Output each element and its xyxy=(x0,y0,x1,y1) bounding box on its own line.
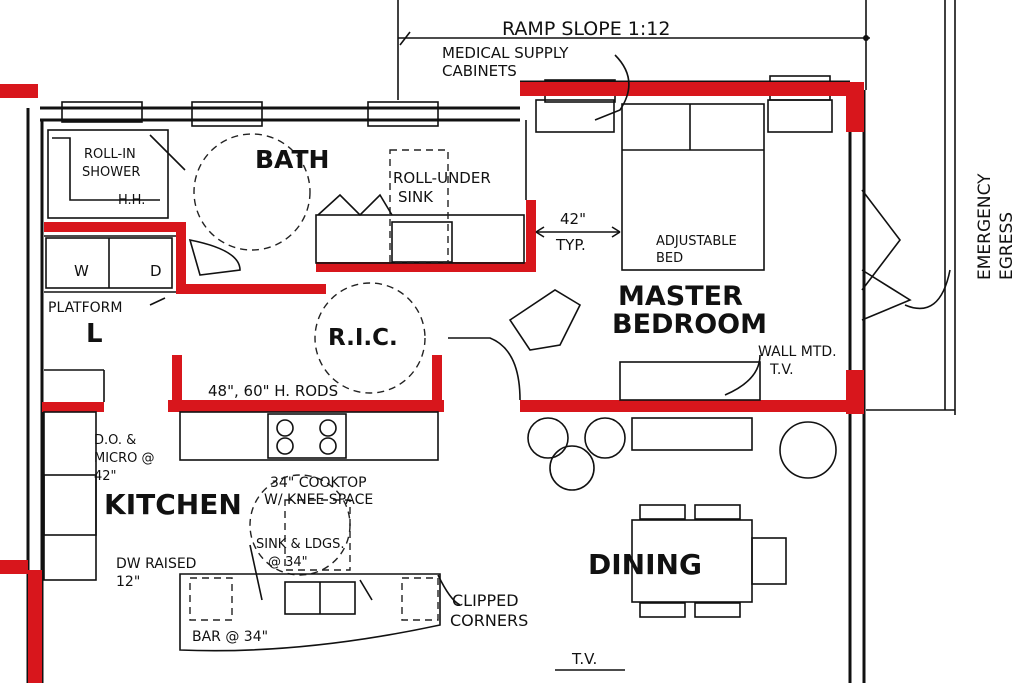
wheelchair-icon xyxy=(508,289,582,351)
cabinets-label: CABINETS xyxy=(442,62,517,80)
bedroom-furniture xyxy=(314,99,912,401)
emergency-label: EMERGENCY xyxy=(975,173,995,280)
sink-label: SINK xyxy=(398,188,434,206)
typ-label: TYP. xyxy=(555,236,586,254)
sink-height-label: @ 34" xyxy=(268,555,308,570)
adjustable-bed xyxy=(621,103,765,271)
master-label: MASTER xyxy=(618,281,743,312)
wall-mtd-label: WALL MTD. xyxy=(758,344,837,360)
kitchen-label: KITCHEN xyxy=(104,488,242,521)
bath-label: BATH xyxy=(255,145,329,174)
wall-tv-label: T.V. xyxy=(769,362,794,378)
washer-dryer xyxy=(45,237,173,289)
platform-label: PLATFORM xyxy=(48,300,122,316)
medical-supply-label: MEDICAL SUPPLY xyxy=(442,44,569,62)
bar-label: BAR @ 34" xyxy=(192,629,268,645)
dw-raised-label: DW RAISED xyxy=(116,556,196,572)
bed-label: BED xyxy=(656,251,683,266)
labels: RAMP SLOPE 1:12 MEDICAL SUPPLY CABINETS … xyxy=(48,18,1017,668)
ric-turning-circle xyxy=(314,282,426,394)
adjustable-label: ADJUSTABLE xyxy=(656,234,737,249)
l-label: L xyxy=(86,319,103,349)
leader-arrows xyxy=(149,54,951,606)
shower-label: SHOWER xyxy=(82,165,140,180)
rods-label: 48", 60" H. RODS xyxy=(208,382,338,400)
dining-furniture xyxy=(527,417,837,671)
clipped-label: CLIPPED xyxy=(452,591,519,610)
sink-ldgs-label: SINK & LDGS. xyxy=(256,537,344,552)
washer-label: W xyxy=(74,262,89,280)
ric-label: R.I.C. xyxy=(328,325,398,351)
tv-bottom-label: T.V. xyxy=(571,650,597,668)
roll-in-label: ROLL-IN xyxy=(84,147,136,162)
knee-space-label: W/ KNEE SPACE xyxy=(264,492,373,508)
typ-dimension-label: 42" xyxy=(560,210,586,228)
exterior-walls xyxy=(26,0,956,683)
kitchen-fixtures xyxy=(43,411,441,652)
dining-label: DINING xyxy=(588,548,702,581)
do-height-label: 42" xyxy=(94,469,117,484)
dw-height-label: 12" xyxy=(116,574,140,590)
bath-turning-circle xyxy=(193,133,311,251)
micro-label: MICRO @ xyxy=(94,451,155,466)
ramp-slope-label: RAMP SLOPE 1:12 xyxy=(502,18,670,40)
interior-walls xyxy=(44,120,527,402)
ramp-lines xyxy=(397,0,870,100)
cooktop xyxy=(267,413,347,459)
kitchen-island xyxy=(179,573,441,652)
do-label: D.O. & xyxy=(94,433,136,448)
cooktop-label: 34" COOKTOP xyxy=(270,475,367,491)
roll-under-label: ROLL-UNDER xyxy=(393,169,491,187)
accessible-highlights xyxy=(0,82,864,683)
egress-label: EGRESS xyxy=(997,212,1017,280)
corners-label: CORNERS xyxy=(450,611,528,630)
bedroom-label: BEDROOM xyxy=(612,309,767,340)
bath-fixtures xyxy=(47,129,525,276)
hh-label: H.H. xyxy=(118,193,145,208)
dryer-label: D xyxy=(150,262,162,280)
